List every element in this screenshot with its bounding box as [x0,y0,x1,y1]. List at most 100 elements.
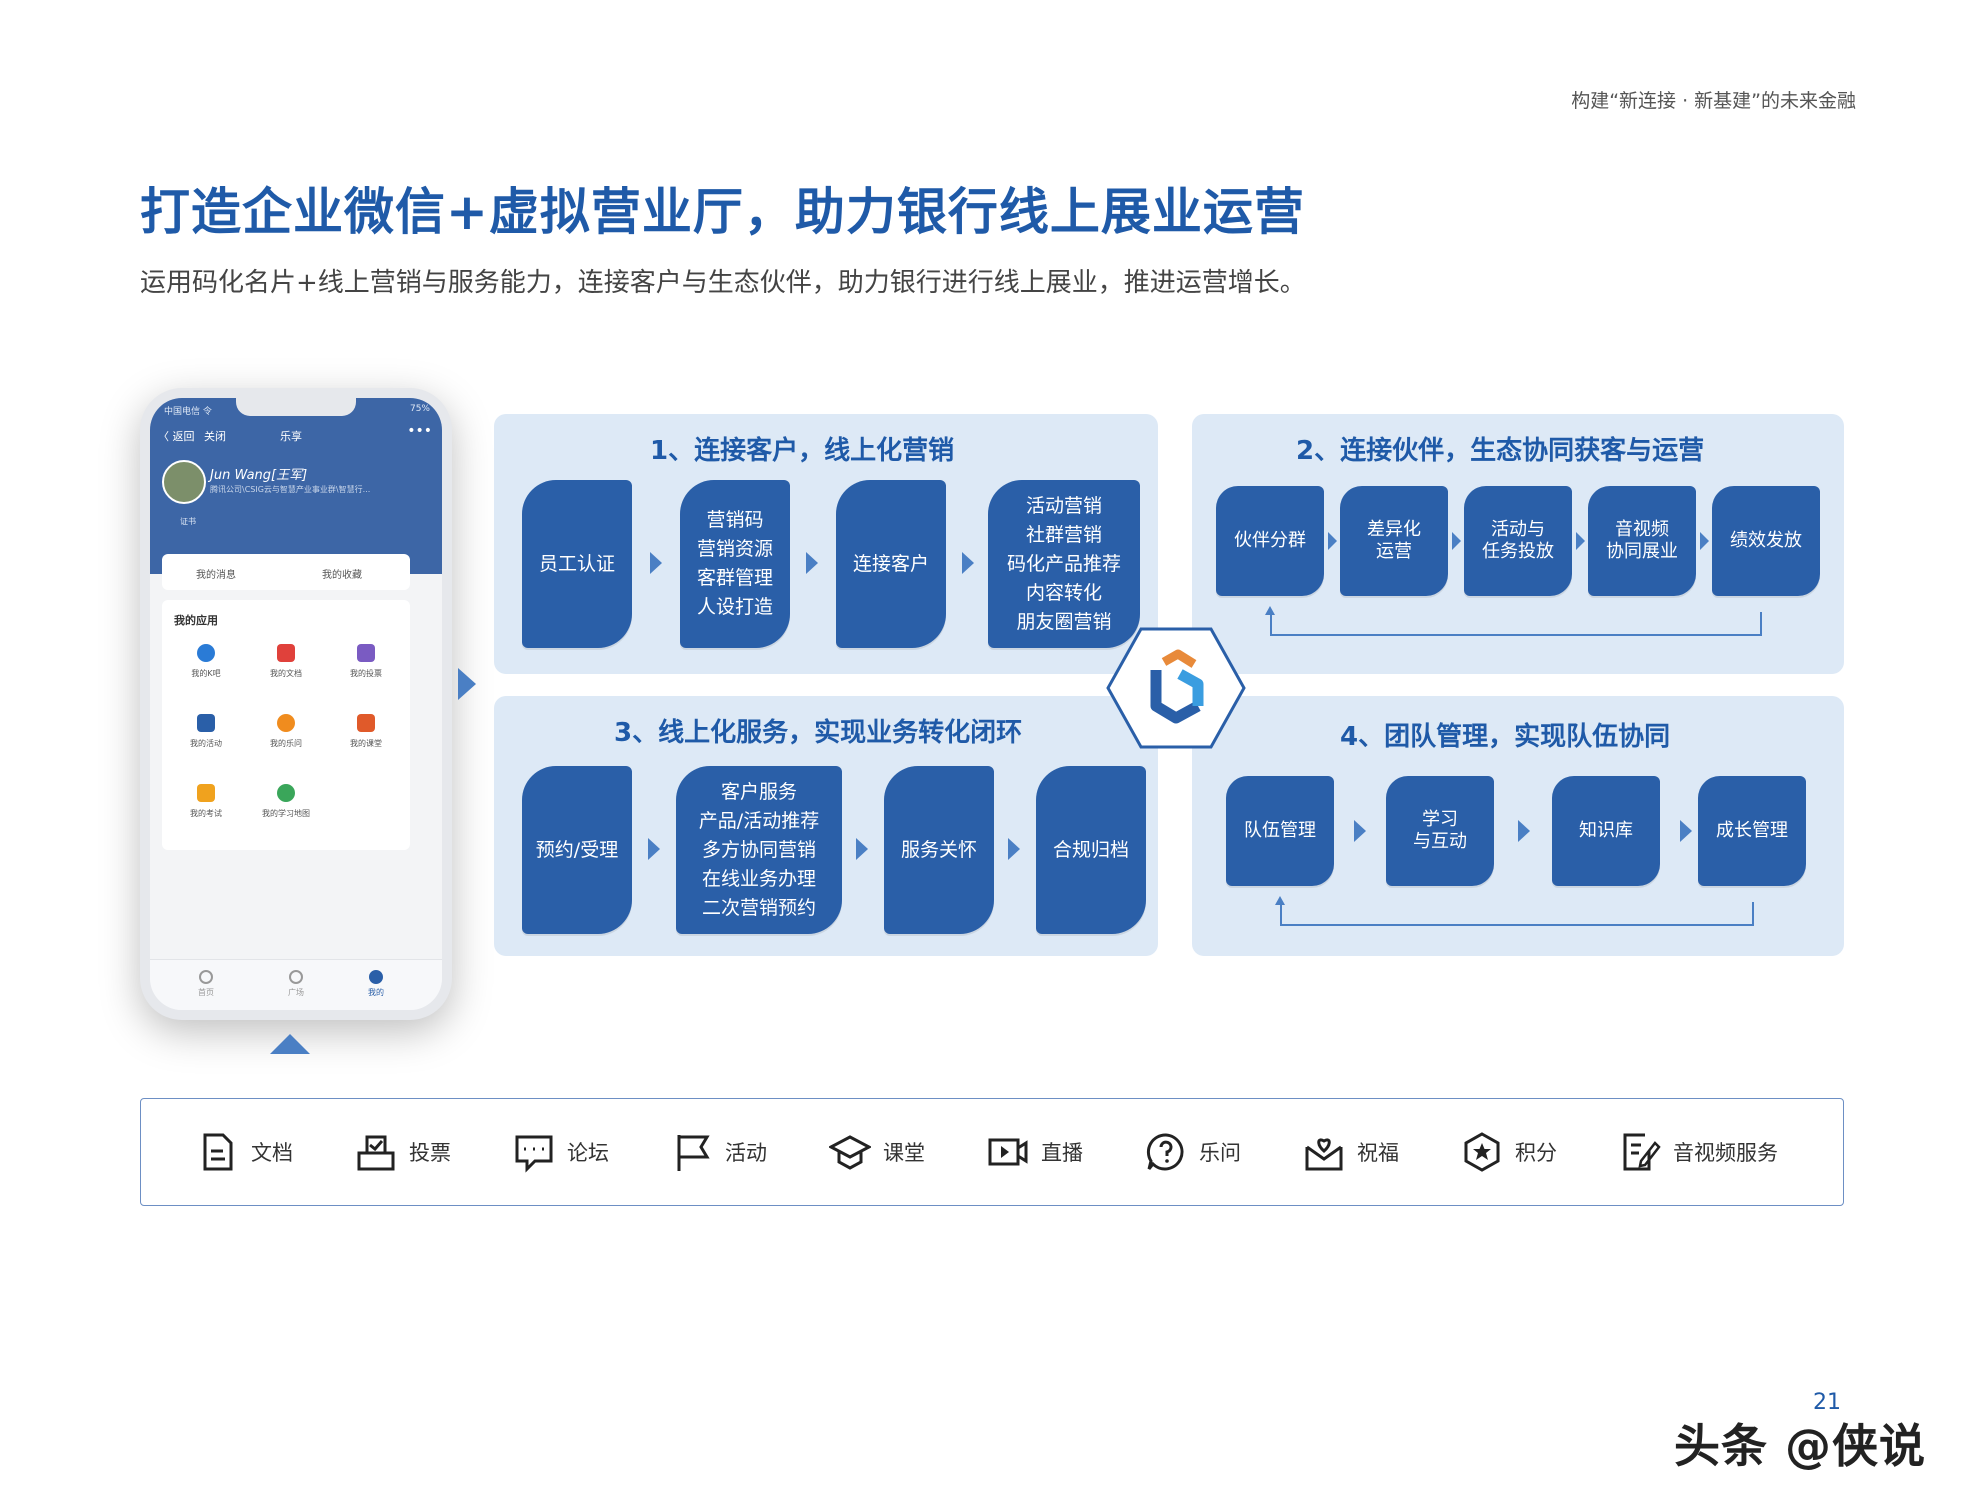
nav-label: 首页 [198,988,214,997]
card-task-delivery: 活动与 任务投放 [1464,486,1572,596]
card-knowledge-base: 知识库 [1552,776,1660,886]
card-customer-services: 客户服务 产品/活动推荐 多方协同营销 在线业务办理 二次营销预约 [676,766,842,934]
star-badge-icon [1461,1131,1503,1173]
user-name: Jun Wang[王军] [210,464,307,483]
app-label: 我的投票 [326,668,406,679]
page-subtitle: 运用码化名片+线上营销与服务能力，连接客户与生态伙伴，助力银行进行线上展业，推进… [140,262,1306,299]
ballot-box-icon [355,1131,397,1173]
feature-bar: 文档 投票 论坛 活动 课堂 直播 乐问 祝福 积分 音视频服务 [140,1098,1844,1206]
certificate-label[interactable]: 证书 [180,516,196,527]
card-marketing-tools: 营销码 营销资源 客群管理 人设打造 [680,480,790,648]
question-icon [1145,1131,1187,1173]
feature-label: 音视频服务 [1673,1137,1778,1167]
avatar [162,460,206,504]
question-icon [277,714,295,732]
feature-greetings[interactable]: 祝福 [1303,1125,1399,1179]
profile-tabs: 我的消息 我的收藏 [162,554,410,590]
feature-classroom[interactable]: 课堂 [829,1125,925,1179]
app-documents[interactable]: 我的文档 [246,636,326,700]
arrow-icon [1680,820,1692,842]
card-growth-management: 成长管理 [1698,776,1806,886]
panel-connect-partners: 2、连接伙伴，生态协同获客与运营 伙伴分群 差异化 运营 活动与 任务投放 音视… [1192,414,1844,674]
nav-square[interactable]: 广场 [266,970,326,998]
arrow-icon [1328,532,1337,550]
card-compliance-archive: 合规归档 [1036,766,1146,934]
document-icon [277,644,295,662]
feature-label: 直播 [1041,1137,1083,1167]
feature-forum[interactable]: 论坛 [513,1125,609,1179]
card-team-management: 队伍管理 [1226,776,1334,886]
arrow-icon [1354,820,1366,842]
card-learning-interaction: 学习 与互动 [1386,776,1494,886]
ballot-icon [357,644,375,662]
forum-icon [513,1131,555,1173]
home-icon [199,970,213,984]
arrow-icon [1700,532,1709,550]
feature-activities[interactable]: 活动 [671,1125,767,1179]
feature-label: 积分 [1515,1137,1557,1167]
feature-documents[interactable]: 文档 [197,1125,293,1179]
feature-label: 投票 [409,1137,451,1167]
nav-home[interactable]: 首页 [176,970,236,998]
panel-connect-customers: 1、连接客户，线上化营销 员工认证 营销码 营销资源 客群管理 人设打造 连接客… [494,414,1158,674]
nav-label: 我的 [368,988,384,997]
arrow-icon [648,838,660,860]
app-votes[interactable]: 我的投票 [326,636,406,700]
more-icon[interactable]: ••• [407,423,432,439]
panel-title: 1、连接客户，线上化营销 [650,430,954,467]
app-classroom[interactable]: 我的课堂 [326,706,406,770]
arrow-up-icon [1275,896,1285,905]
card-partner-grouping: 伙伴分群 [1216,486,1324,596]
map-pin-icon [277,784,295,802]
panel-title: 2、连接伙伴，生态协同获客与运营 [1296,430,1704,467]
back-button[interactable]: 〈 返回 [158,428,195,444]
card-differentiated-ops: 差异化 运营 [1340,486,1448,596]
app-label: 我的K吧 [166,668,246,679]
tab-messages[interactable]: 我的消息 [196,566,236,581]
watermark: 头条 @侠说 [1674,1410,1926,1476]
app-label: 我的学习地图 [246,808,326,819]
feature-questions[interactable]: 乐问 [1145,1125,1241,1179]
panel-title: 3、线上化服务，实现业务转化闭环 [614,712,1022,749]
arrow-icon [1452,532,1461,550]
feedback-loop-line [1280,902,1754,926]
feature-votes[interactable]: 投票 [355,1125,451,1179]
hexagon-logo-icon [1106,626,1246,750]
close-button[interactable]: 关闭 [204,428,226,444]
arrow-icon [650,552,662,574]
card-marketing-channels: 活动营销 社群营销 码化产品推荐 内容转化 朋友圈营销 [988,480,1140,648]
arrow-icon [962,552,974,574]
app-questions[interactable]: 我的乐问 [246,706,326,770]
exam-icon [197,784,215,802]
nav-mine[interactable]: 我的 [346,970,406,998]
graduation-cap-icon [357,714,375,732]
feature-live[interactable]: 直播 [987,1125,1083,1179]
card-performance-payout: 绩效发放 [1712,486,1820,596]
card-service-care: 服务关怀 [884,766,994,934]
arrow-icon [1008,838,1020,860]
feature-label: 课堂 [883,1137,925,1167]
feature-label: 乐问 [1199,1137,1241,1167]
panel-team-management: 4、团队管理，实现队伍协同 队伍管理 学习 与互动 知识库 成长管理 [1192,696,1844,956]
graduation-cap-icon [829,1131,871,1173]
app-exams[interactable]: 我的考试 [166,776,246,840]
user-icon [369,970,383,984]
status-carrier: 中国电信 令 [164,404,212,417]
app-label: 我的文档 [246,668,326,679]
app-label: 我的活动 [166,738,246,749]
arrow-icon [856,838,868,860]
arrow-right-icon [458,668,476,700]
tab-favorites[interactable]: 我的收藏 [322,566,362,581]
app-activities[interactable]: 我的活动 [166,706,246,770]
app-learning-map[interactable]: 我的学习地图 [246,776,326,840]
app-label: 我的乐问 [246,738,326,749]
feature-av-services[interactable]: 音视频服务 [1619,1125,1778,1179]
app-label: 我的考试 [166,808,246,819]
feature-label: 祝福 [1357,1137,1399,1167]
feature-points[interactable]: 积分 [1461,1125,1557,1179]
feature-label: 论坛 [567,1137,609,1167]
compass-icon [289,970,303,984]
card-av-collab: 音视频 协同展业 [1588,486,1696,596]
nav-label: 广场 [288,988,304,997]
app-k-bar[interactable]: 我的K吧 [166,636,246,700]
